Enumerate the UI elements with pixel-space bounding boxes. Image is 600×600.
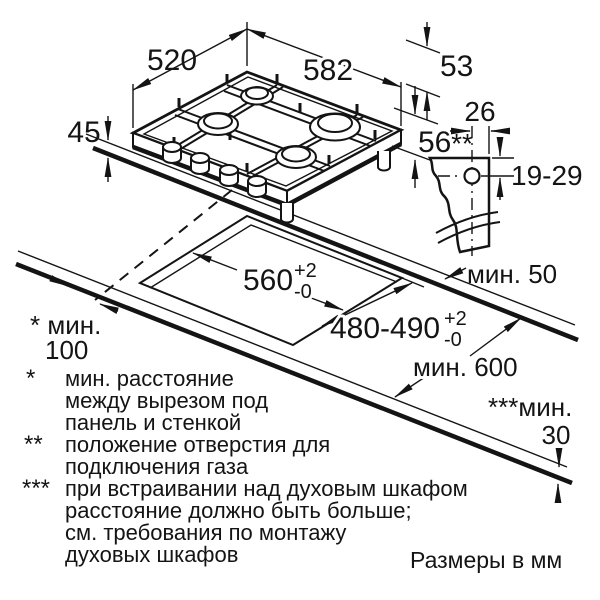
min-30-label: ***мин.: [488, 392, 572, 422]
min-600-label: мин. 600: [413, 352, 518, 382]
dim-582-label: 582: [303, 54, 353, 87]
hob-drawing: [129, 70, 405, 224]
footnote-marker-2: **: [24, 431, 43, 458]
dim-19-29-label: 19-29: [511, 160, 583, 191]
footnote-marker-3: ***: [22, 475, 50, 502]
gas-footnote-marker: **: [451, 128, 473, 159]
min-100-label: * мин.: [30, 310, 101, 340]
footnote-line: подключения газа: [65, 454, 249, 479]
worktop-front-top-edge: [85, 133, 576, 326]
cutout-dimensions: мин. 50 560 +2 -0 480-490 +2 -0 * мин. 1…: [30, 252, 572, 503]
cabinet-bottom-edge: [15, 261, 573, 486]
gas-hole: [463, 167, 481, 185]
cutout-width-tol-minus: -0: [294, 281, 312, 303]
footnotes: * мин. расстояние между вырезом под пане…: [22, 365, 468, 567]
gas-connection-detail: 26 ** 19-29: [427, 93, 586, 256]
dim-53-label: 53: [440, 50, 473, 83]
min-30-value: 30: [542, 420, 571, 450]
worktop-drawing: [15, 133, 579, 486]
dim-line-582: [246, 28, 402, 88]
cutout-width-label: 560: [243, 264, 293, 297]
worktop-front-bottom-edge: [92, 145, 579, 343]
hob-leg-front: [280, 203, 294, 224]
worktop-section-shape: [427, 156, 491, 254]
min-100-value: 100: [45, 335, 88, 365]
burners: [197, 86, 361, 169]
dim-26-label: 26: [464, 96, 495, 127]
units-label: Размеры в мм: [410, 547, 562, 573]
break-line: [437, 221, 501, 244]
cutout-inner-edge: [149, 224, 398, 289]
min-50-label: мин. 50: [467, 259, 557, 289]
burner-back: [240, 86, 274, 106]
footnote-line: панель и стенкой: [65, 410, 241, 435]
dim-45-label: 45: [67, 116, 100, 149]
wall-hidden-line: [94, 189, 233, 301]
footnote-marker-1: *: [26, 365, 35, 392]
footnote-line: между вырезом под: [65, 388, 268, 413]
cabinet-top-edge: [17, 250, 568, 468]
hob-leg-right: [377, 151, 391, 172]
footnote-line: см. требования по монтажу: [65, 520, 346, 545]
footnote-line: духовых шкафов: [65, 542, 238, 567]
burner-right: [309, 112, 361, 142]
cutout-depth-tol-minus: -0: [444, 329, 462, 351]
dim-56-label: 56: [418, 126, 451, 159]
footnote-line: расстояние должно быть больше;: [65, 498, 412, 523]
dim-520-label: 520: [147, 44, 197, 77]
footnote-line: положение отверстия для: [65, 432, 330, 457]
cutout-depth-tol-plus: +2: [444, 308, 467, 330]
break-line: [435, 211, 499, 234]
control-knobs: [162, 141, 267, 198]
dim-line-520: [132, 28, 248, 91]
hob-inner-rim: [142, 76, 394, 187]
hob-dimensions: 520 582 53 45 56: [67, 22, 476, 188]
cutout-depth-label: 480-490: [330, 312, 440, 345]
cutout-width-tol-plus: +2: [294, 260, 317, 282]
footnote-line: при встраивании над духовым шкафом: [65, 476, 468, 501]
footnote-line: мин. расстояние: [65, 366, 234, 391]
